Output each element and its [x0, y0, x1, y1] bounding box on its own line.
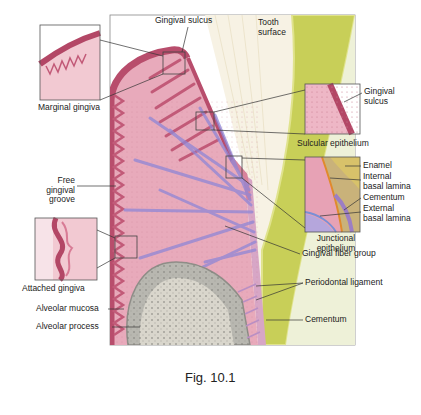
leader-line: [256, 283, 303, 300]
leader-line: [182, 27, 188, 52]
part-label: Gingival fiber group: [302, 249, 412, 259]
inset-border: [40, 25, 100, 100]
marginal-inset: [40, 25, 100, 100]
fiber: [215, 115, 250, 200]
leader-line: [330, 178, 361, 180]
part-label: External basal lamina: [363, 204, 413, 223]
leader-line: [320, 212, 361, 216]
leader-line: [108, 309, 124, 310]
inset-border: [35, 218, 97, 280]
inset-surface: [35, 218, 53, 280]
fiber: [125, 210, 252, 212]
part-label: Marginal gingiva: [38, 103, 118, 113]
inset-rete: [46, 54, 86, 74]
leader-line: [214, 90, 305, 112]
part-label: Gingival sulcus: [155, 16, 235, 26]
leader-line: [97, 258, 115, 268]
marker-box: [115, 236, 137, 258]
inset-bg: [35, 218, 97, 280]
inset-texture: [305, 84, 360, 134]
part-label: Periodontal ligament: [305, 278, 415, 288]
inset-bg: [305, 84, 360, 134]
part-label: Internal basal lamina: [363, 172, 413, 191]
inset-border: [305, 157, 360, 232]
part-label: Attached gingiva: [22, 284, 112, 294]
ligament-fiber: [246, 320, 259, 326]
part-label: Enamel: [363, 161, 418, 171]
inset-connective: [305, 214, 334, 232]
leader-line: [242, 178, 305, 228]
leader-line: [242, 158, 305, 160]
part-label: Cementum: [363, 193, 418, 203]
marker-box: [163, 52, 185, 74]
leader-line: [100, 74, 163, 100]
ligament-fiber: [247, 332, 260, 338]
part-label: Cementum: [305, 315, 385, 325]
inset-bg: [305, 157, 360, 232]
fiber: [150, 118, 248, 185]
inset-rete: [62, 222, 72, 276]
leader-line: [344, 198, 361, 210]
part-label: Alveolar mucosa: [36, 304, 110, 314]
inset-border: [305, 84, 360, 134]
marker-boxes: [115, 52, 242, 258]
inset-epithelium: [54, 218, 62, 280]
connective-tissue: [110, 100, 260, 345]
leader-line: [97, 230, 115, 238]
marker-box: [196, 112, 214, 130]
fiber: [205, 250, 255, 262]
leader-line: [77, 186, 116, 187]
leader-line: [112, 327, 140, 328]
part-label: Gingival sulcus: [364, 87, 412, 106]
bone-texture: [127, 262, 250, 345]
fiber: [160, 190, 254, 232]
inset-enamel-light: [330, 157, 360, 190]
alveolar-bone: [127, 262, 250, 345]
figure-caption: Fig. 10.1: [185, 370, 236, 385]
fiber: [170, 130, 251, 205]
part-label: Tooth surface: [258, 18, 298, 37]
periodontal-ligament-fibers: [238, 284, 260, 338]
leader-line: [214, 130, 305, 134]
ligament-fiber: [238, 284, 256, 292]
junctional-inset: [305, 157, 360, 232]
leader-line: [225, 226, 300, 254]
fiber: [200, 108, 249, 190]
leader-line: [344, 93, 362, 102]
part-label: Free gingival groove: [28, 176, 75, 205]
leader-line: [266, 320, 303, 321]
ligament-fiber: [243, 296, 257, 302]
inset-bg: [40, 25, 100, 100]
sulcular-inset: [305, 84, 360, 134]
part-label: Sulcular epithelium: [297, 139, 387, 149]
marker-box: [226, 156, 242, 178]
leader-line: [100, 40, 163, 56]
rete-pegs: [114, 95, 123, 335]
attached-inset: [35, 218, 97, 280]
ligament-fiber: [245, 308, 258, 314]
part-label: Alveolar process: [36, 322, 114, 332]
gingival-fibers: [125, 108, 255, 278]
leader-line: [345, 166, 361, 167]
inset-enamel: [322, 157, 360, 232]
